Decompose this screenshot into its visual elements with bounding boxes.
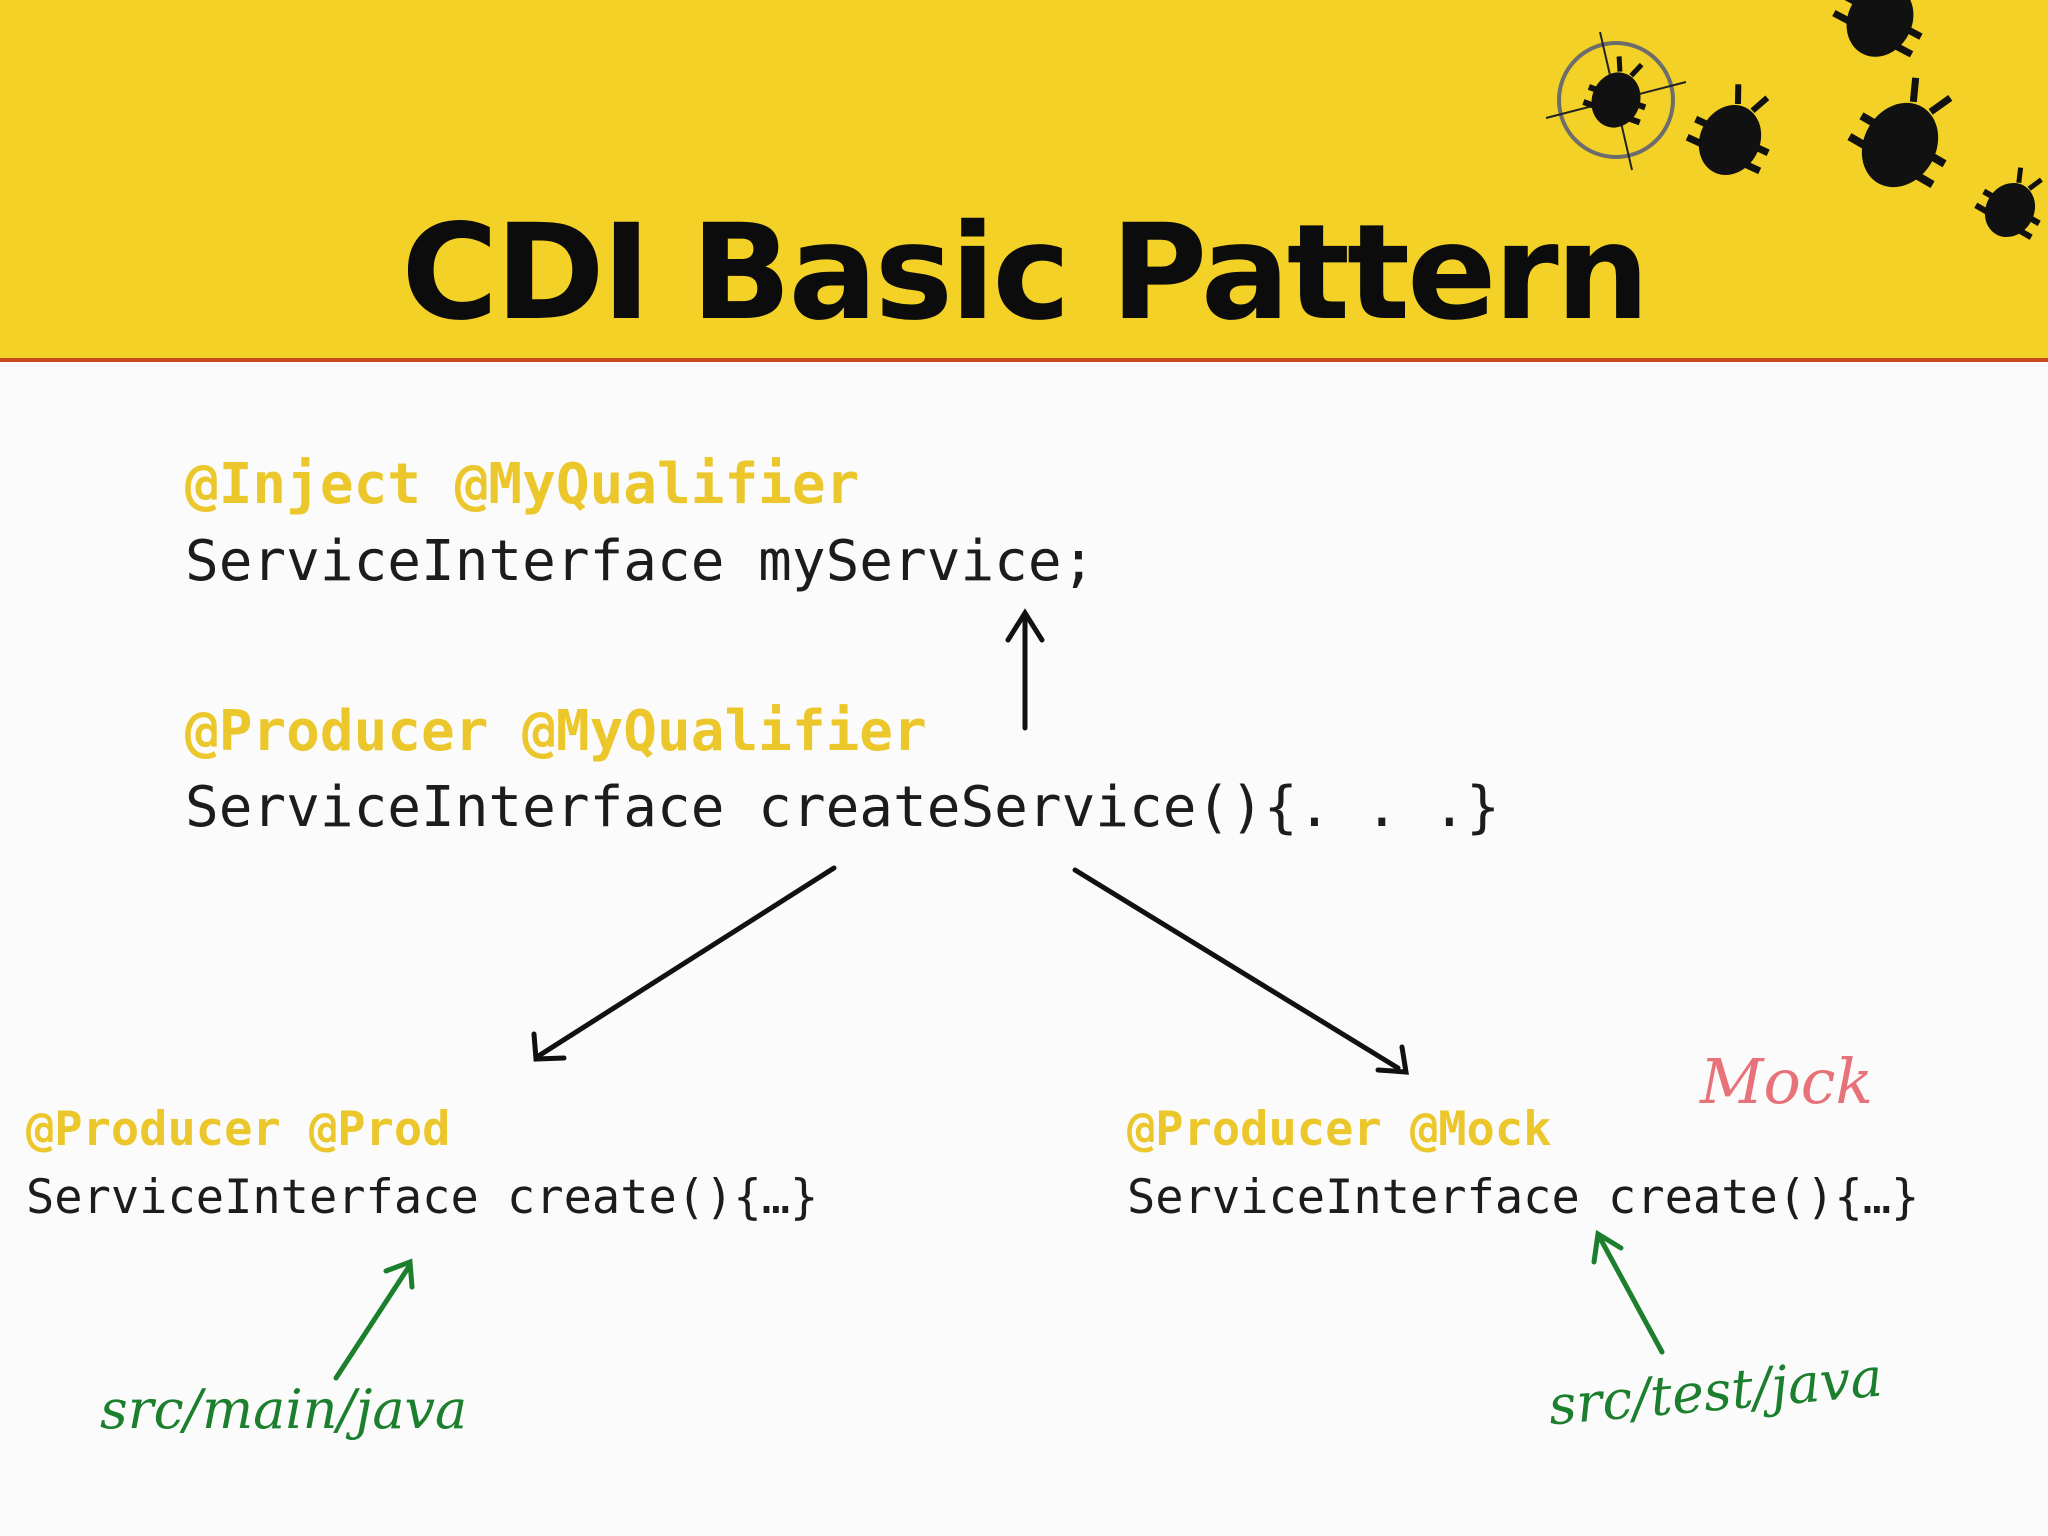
arrow-to-mock (1075, 870, 1406, 1072)
arrow-src-test (1594, 1234, 1662, 1352)
arrow-src-main (336, 1262, 412, 1378)
arrow-producer-to-inject (1008, 613, 1042, 728)
arrow-to-prod (534, 868, 834, 1059)
